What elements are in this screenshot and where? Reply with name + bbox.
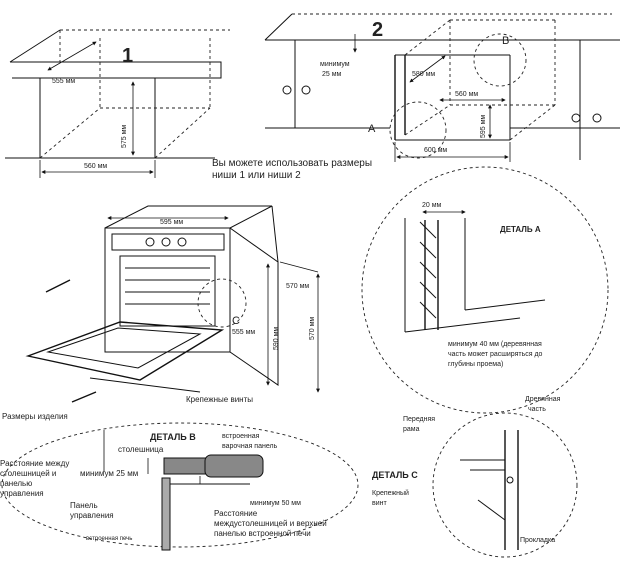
detail-b-min50: минимум 50 мм — [250, 500, 301, 507]
detail-b-title: ДЕТАЛЬ В — [150, 432, 196, 442]
niche2-min-label: минимум — [320, 61, 350, 68]
detail-b-min25: минимум 25 мм — [80, 469, 138, 478]
oven-illustration: C 555 мм 595 мм 570 мм 590 мм 570 мм Кре… — [25, 205, 320, 404]
detail-b-hob-2: варочная панель — [222, 443, 278, 450]
detail-c-title: ДЕТАЛЬ С — [372, 470, 418, 480]
detail-b-oven-panel: встроенная печь — [86, 536, 132, 542]
detail-a-note-2: часть может расширяться до — [448, 351, 543, 358]
niche-1: 555 мм 575 мм 560 мм 1 — [5, 29, 230, 178]
niche1-depth-label: 555 мм — [52, 78, 75, 85]
oven-dim-c: 555 мм — [232, 329, 255, 336]
note-line-2: ниши 1 или ниши 2 — [212, 170, 301, 181]
detail-b-gap-3: панелью — [0, 479, 32, 488]
niche2-595-label: 595 мм — [480, 115, 487, 138]
detail-b: Размеры изделия ДЕТАЛЬ В столешница встр… — [0, 412, 359, 551]
detail-b-dist-2: междустолешницей и верхней — [214, 519, 327, 528]
note-line-1: Вы можете использовать размеры — [212, 158, 372, 169]
oven-height-1: 590 мм — [273, 327, 280, 350]
detail-b-dist-1: Расстояние — [214, 509, 258, 518]
oven-depth-label: 570 мм — [286, 283, 309, 290]
detail-b-gap-1: Расстояние между — [0, 459, 69, 468]
detail-c-wood-1: Древянная — [525, 396, 561, 403]
niche2-number: 2 — [372, 19, 383, 41]
detail-b-dist-3: панелью встроенной печи — [214, 529, 311, 538]
niche2-560-label: 560 мм — [455, 91, 478, 98]
detail-c-spacer: Прокладка — [520, 537, 555, 544]
detail-a-note-1: минимум 40 мм (деревянная — [448, 341, 542, 348]
detail-b-gap-4: управления — [0, 489, 44, 498]
detail-a-title: ДЕТАЛЬ А — [500, 225, 541, 234]
detail-b-countertop: столешница — [118, 445, 164, 454]
oven-caption: Крепежные винты — [186, 395, 253, 404]
niche2-min-value: 25 мм — [322, 71, 342, 78]
detail-c-front-1: Передняя — [403, 416, 435, 423]
niche2-600-label: 600 мм — [424, 147, 447, 154]
niche1-height-label: 575 мм — [121, 125, 128, 148]
detail-c-screw-2: винт — [372, 500, 387, 507]
detail-c-screw-1: Крепежный — [372, 489, 409, 497]
oven-label-c: C — [232, 315, 240, 327]
niche1-width-label: 560 мм — [84, 163, 107, 170]
niche2-580-label: 580 мм — [412, 71, 435, 78]
oven-height-2: 570 мм — [309, 317, 316, 340]
detail-b-panel-1: Панель — [70, 501, 98, 510]
detail-c: ДЕТАЛЬ С Передняя рама Древянная часть К… — [372, 396, 578, 558]
niche2-label-a: A — [368, 123, 376, 135]
niche1-number: 1 — [122, 45, 133, 67]
detail-b-hob-1: встроенная — [222, 433, 260, 440]
detail-a-note-3: глубины проема) — [448, 360, 503, 368]
niche-2: A B минимум 25 мм 580 мм 560 мм 595 мм 6… — [264, 13, 620, 162]
detail-a-dim: 20 мм — [422, 202, 442, 209]
oven-width-label: 595 мм — [160, 219, 183, 226]
niche2-label-b: B — [502, 35, 509, 47]
detail-c-wood-2: часть — [528, 406, 546, 413]
detail-a: 20 мм ДЕТАЛЬ А минимум 40 мм (деревянная… — [361, 166, 609, 414]
detail-b-panel-2: управления — [70, 511, 114, 520]
detail-c-front-2: рама — [403, 426, 420, 433]
product-dims-label: Размеры изделия — [2, 412, 68, 421]
detail-b-gap-2: столешницей и — [0, 469, 56, 478]
